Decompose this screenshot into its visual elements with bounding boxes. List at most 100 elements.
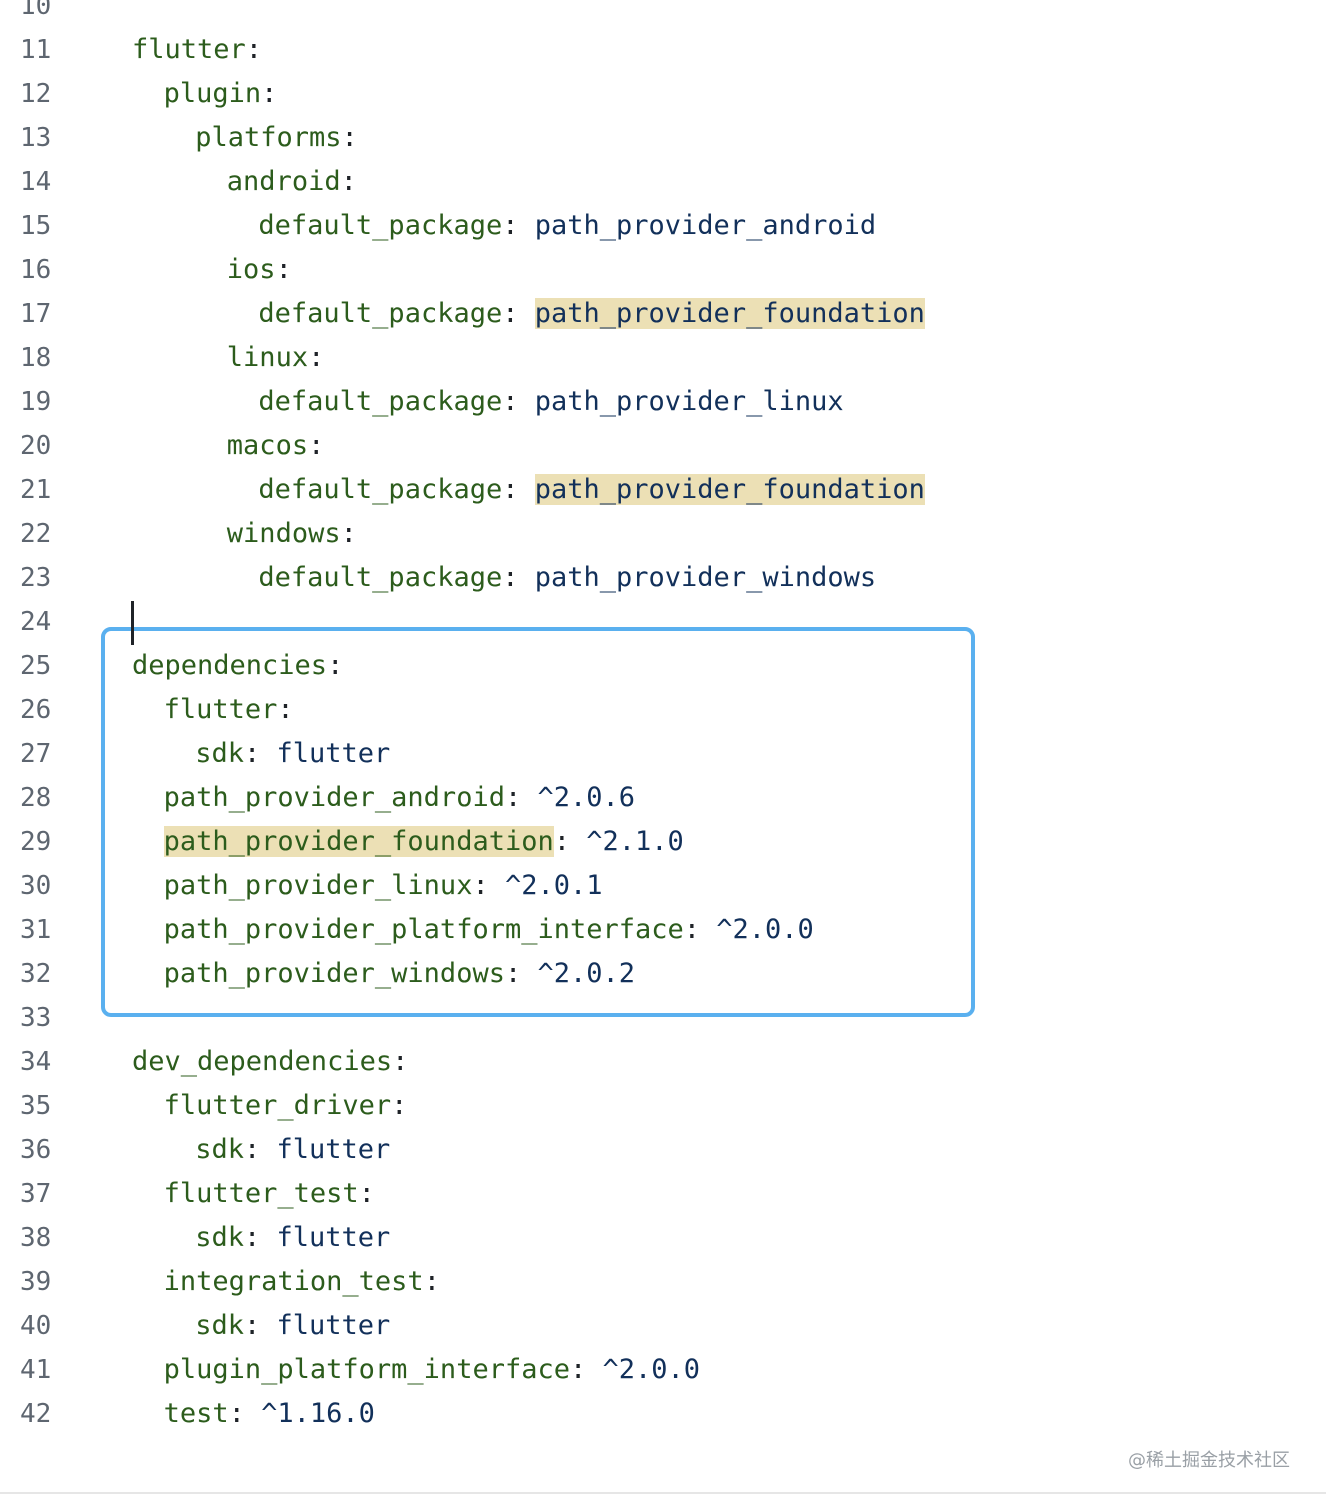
yaml-key: platforms xyxy=(195,122,342,153)
code-text: platforms: xyxy=(195,116,358,160)
yaml-value: ^2.0.0 xyxy=(716,914,814,945)
yaml-value: ^2.0.1 xyxy=(504,870,603,901)
watermark: @稀土掘金技术社区 xyxy=(1128,1450,1290,1471)
code-text: flutter: xyxy=(132,28,262,72)
code-line[interactable]: 21 default_package: path_provider_foundat… xyxy=(0,468,1326,512)
yaml-separator: : xyxy=(358,1178,375,1209)
line-number: 12 xyxy=(20,79,52,109)
code-line[interactable]: 29 path_provider_foundation: ^2.1.0 xyxy=(0,820,1326,864)
code-line[interactable]: 11 flutter: xyxy=(0,28,1326,72)
yaml-separator: : xyxy=(502,474,535,505)
code-text: linux: xyxy=(227,336,325,380)
code-text: default_package: path_provider_android xyxy=(258,204,876,248)
yaml-key: path_provider_linux xyxy=(163,870,473,901)
code-text: sdk: flutter xyxy=(195,1128,390,1172)
line-number: 10 xyxy=(20,0,52,21)
yaml-value: ^2.0.2 xyxy=(537,958,636,989)
yaml-separator: : xyxy=(243,738,277,769)
line-number: 16 xyxy=(20,255,52,285)
text-caret xyxy=(131,601,134,645)
line-number: 33 xyxy=(20,1003,52,1033)
line-number: 11 xyxy=(20,35,52,65)
yaml-separator: : xyxy=(683,914,717,945)
code-text: sdk: flutter xyxy=(195,1304,390,1348)
line-number: 18 xyxy=(20,343,52,373)
code-line[interactable]: 37 flutter_test: xyxy=(0,1172,1326,1216)
yaml-separator: : xyxy=(243,1222,277,1253)
yaml-value: flutter xyxy=(276,1310,391,1341)
yaml-key: path_provider_platform_interface xyxy=(163,914,684,945)
code-text: path_provider_android: ^2.0.6 xyxy=(164,776,635,820)
yaml-key: path_provider_windows xyxy=(163,958,505,989)
yaml-separator: : xyxy=(502,562,535,593)
code-text: plugin_platform_interface: ^2.0.0 xyxy=(164,1348,700,1392)
yaml-separator: : xyxy=(502,386,535,417)
code-line[interactable]: 33 xyxy=(0,996,1326,1040)
line-number: 29 xyxy=(20,827,52,857)
yaml-key: default_package xyxy=(258,562,503,593)
yaml-key: linux xyxy=(226,342,309,373)
line-number: 34 xyxy=(20,1047,52,1077)
yaml-separator: : xyxy=(308,430,325,461)
yaml-value: path_provider_foundation xyxy=(534,298,925,329)
yaml-key: macos xyxy=(226,430,309,461)
line-number: 37 xyxy=(20,1179,52,1209)
code-text: path_provider_platform_interface: ^2.0.0 xyxy=(164,908,814,952)
line-number: 22 xyxy=(20,519,52,549)
yaml-key: sdk xyxy=(195,1222,244,1253)
code-text: sdk: flutter xyxy=(195,1216,390,1260)
yaml-separator: : xyxy=(504,782,538,813)
dependencies-highlight-box xyxy=(101,627,975,1017)
yaml-separator: : xyxy=(504,958,538,989)
yaml-key: flutter_driver xyxy=(163,1090,392,1121)
yaml-key: windows xyxy=(226,518,341,549)
code-line[interactable]: 10 xyxy=(0,0,1326,28)
yaml-key: flutter xyxy=(132,34,246,65)
code-text: default_package: path_provider_linux xyxy=(258,380,843,424)
yaml-value: path_provider_foundation xyxy=(534,474,925,505)
yaml-separator: : xyxy=(391,1090,408,1121)
yaml-key: default_package xyxy=(258,474,503,505)
code-text: path_provider_foundation: ^2.1.0 xyxy=(163,820,684,864)
code-text: path_provider_windows: ^2.0.2 xyxy=(164,952,635,996)
yaml-key: flutter_test xyxy=(163,1178,359,1209)
yaml-separator: : xyxy=(340,166,357,197)
code-line[interactable]: 18 linux: xyxy=(0,336,1326,380)
line-number: 25 xyxy=(20,651,52,681)
code-text: android: xyxy=(227,160,357,204)
yaml-key: path_provider_foundation xyxy=(163,826,554,857)
code-line[interactable]: 24 xyxy=(0,600,1326,644)
yaml-key: default_package xyxy=(258,210,503,241)
yaml-separator: : xyxy=(245,34,263,65)
line-number: 26 xyxy=(20,695,52,725)
yaml-value: path_provider_windows xyxy=(534,562,877,593)
yaml-value: path_provider_linux xyxy=(534,386,844,417)
line-number: 21 xyxy=(20,475,52,505)
